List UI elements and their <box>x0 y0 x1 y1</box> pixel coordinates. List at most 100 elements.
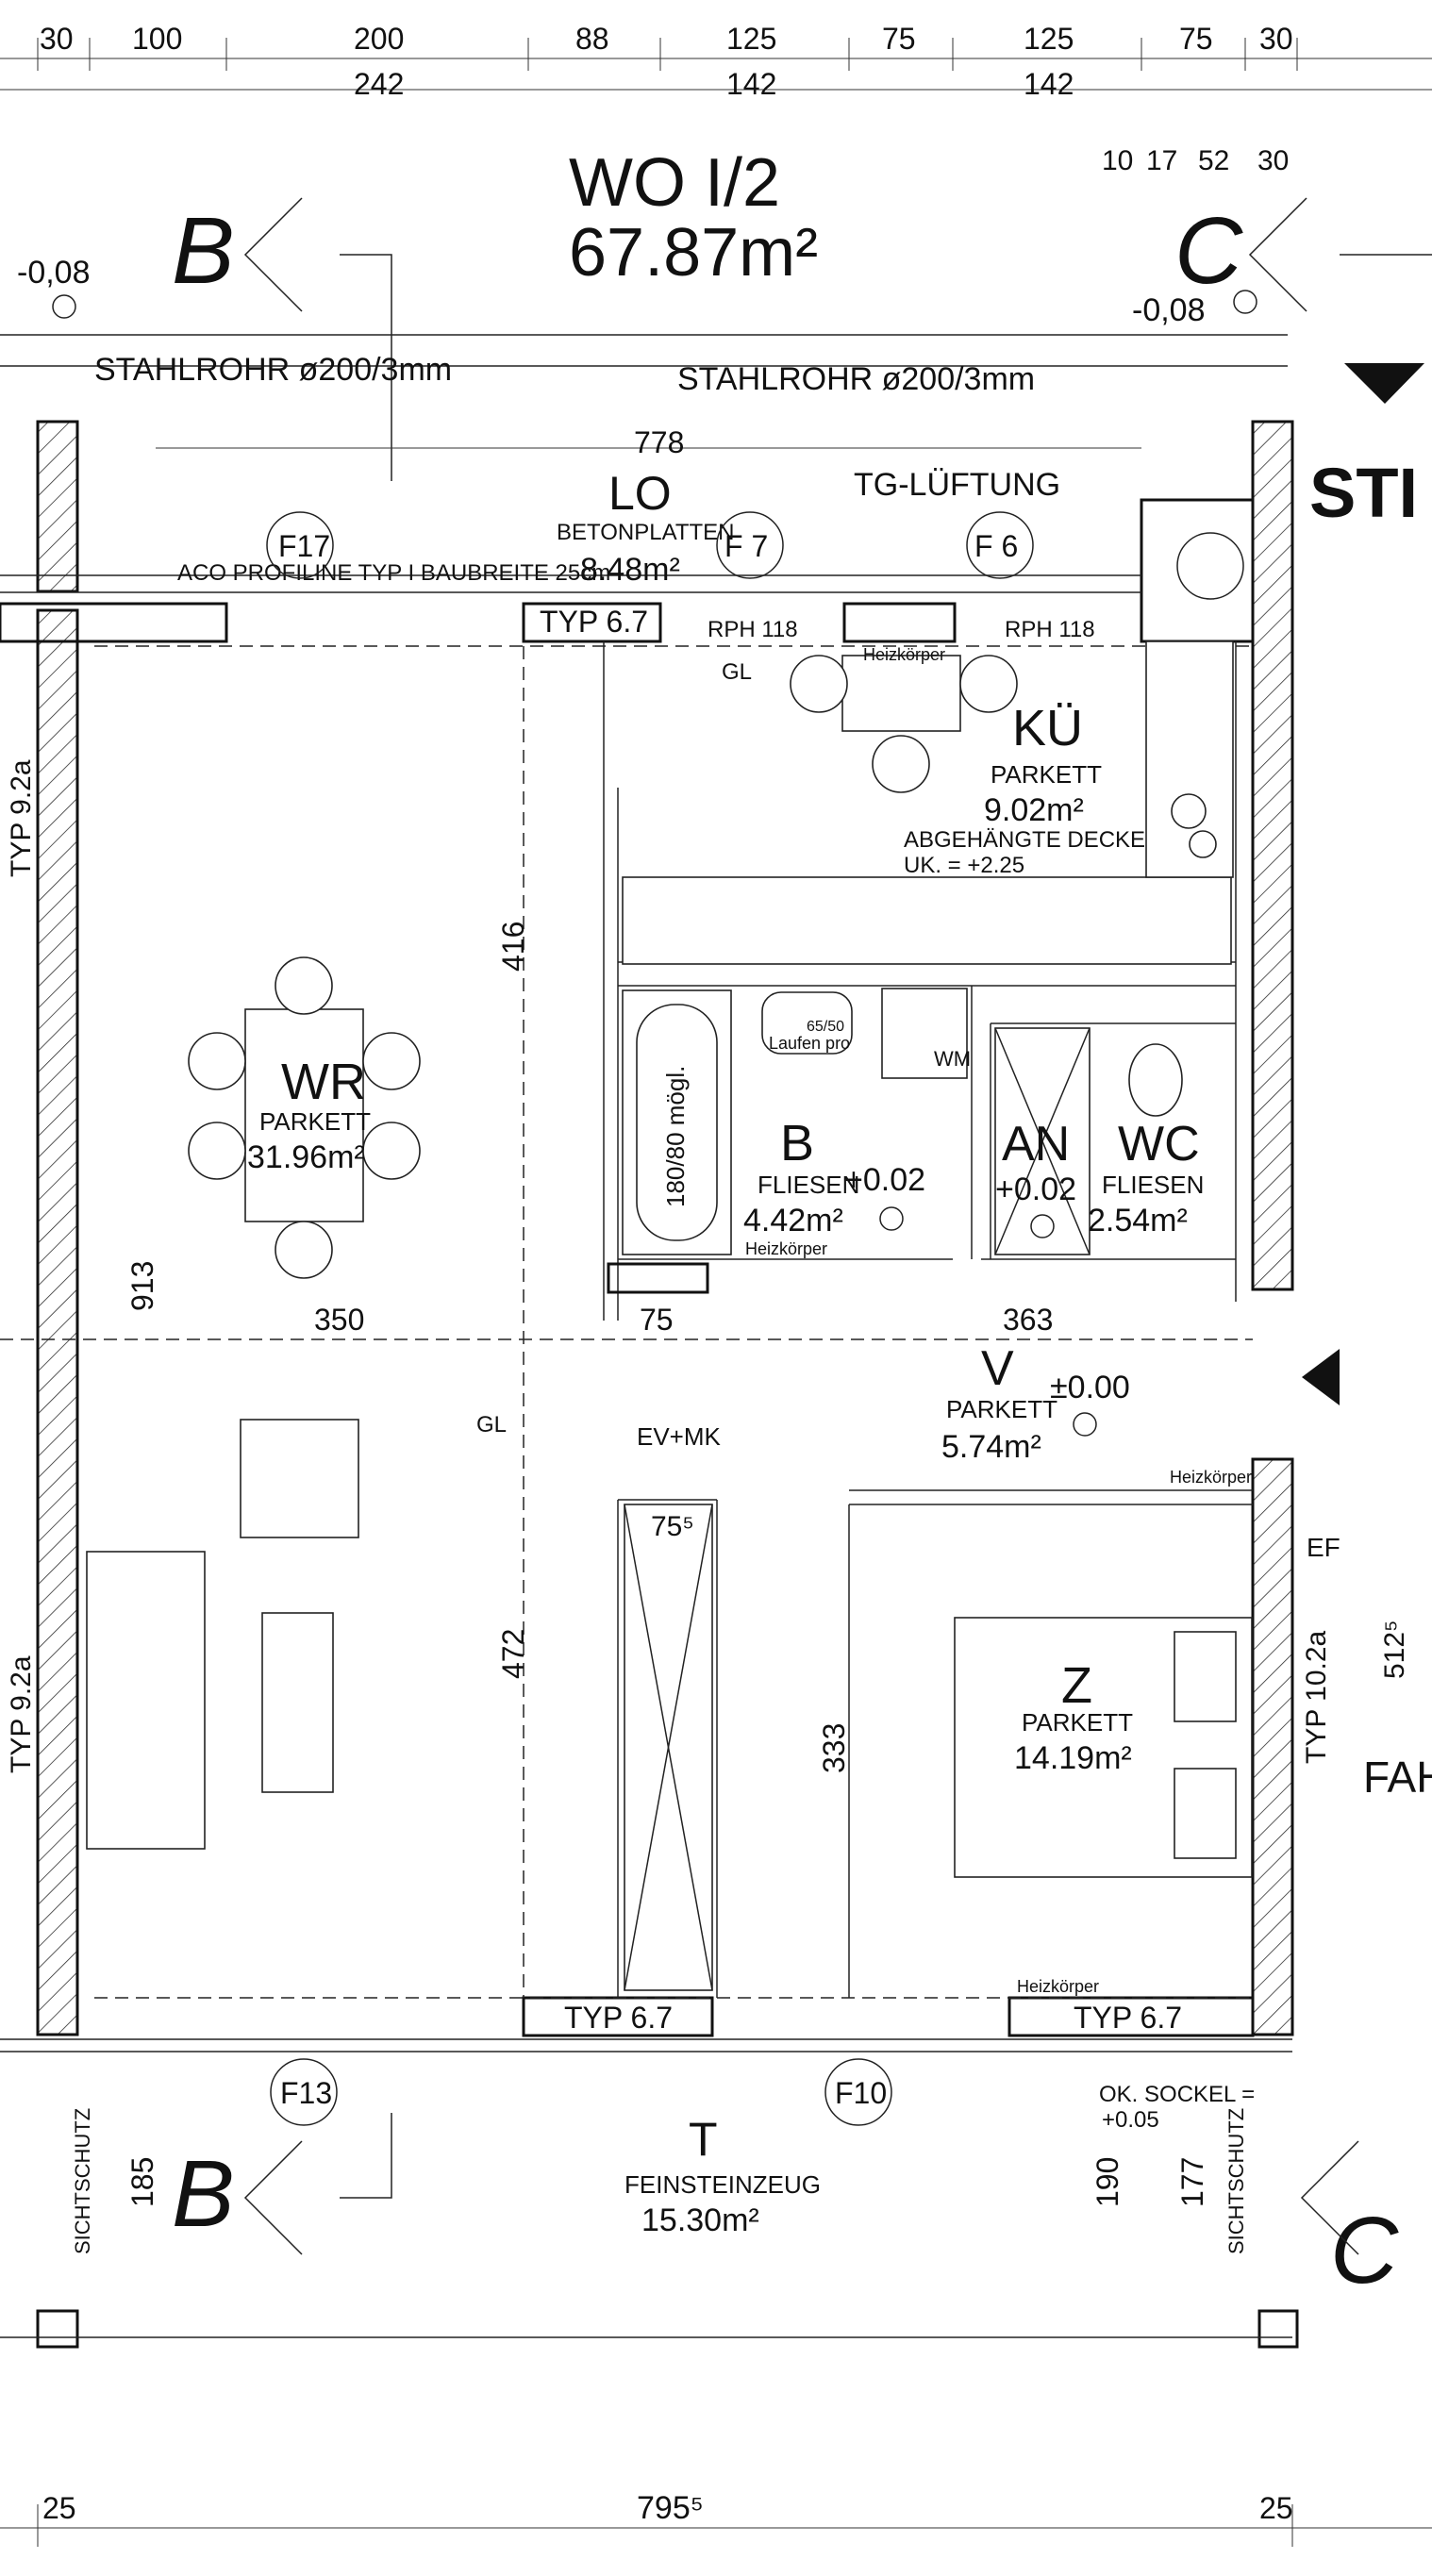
dim-bottom-7955: 795⁵ <box>637 2490 704 2526</box>
stair-label: STI <box>1309 454 1418 532</box>
window-tag-f10: F10 <box>824 2058 892 2126</box>
dim-top2-1: 242 <box>354 67 404 101</box>
level-right: -0,08 <box>1132 292 1206 328</box>
dim-topright-1: 10 <box>1102 145 1133 176</box>
sofa <box>86 1419 359 1850</box>
dim-topright-4: 30 <box>1257 145 1289 176</box>
dim-top-8: 75 <box>1179 22 1213 56</box>
apartment-area: 67.87m² <box>569 215 818 291</box>
room-b-level: +0.02 <box>844 1162 925 1198</box>
room-v-name: V <box>981 1341 1014 1396</box>
dim-913: 913 <box>125 1261 159 1311</box>
dim-top2-3: 142 <box>1024 67 1074 101</box>
room-an-level: +0.02 <box>995 1172 1076 1207</box>
room-b-mat: FLIESEN <box>758 1171 859 1199</box>
room-ku-name: KÜ <box>1012 700 1083 756</box>
aco-label: ACO PROFILINE TYP I BAUBREITE 25cm <box>177 560 610 586</box>
dim-top-1: 30 <box>40 22 74 56</box>
dim-bottom-25-left: 25 <box>42 2491 76 2525</box>
typ-label-5: TYP 9.2a <box>6 1655 37 1773</box>
room-wc-area: 2.54m² <box>1088 1203 1188 1238</box>
room-t-name: T <box>689 2113 718 2166</box>
dim-363: 363 <box>1003 1303 1053 1337</box>
window-tag-f17: F17 <box>266 511 334 579</box>
stair-arrow-icon <box>1344 363 1424 404</box>
sockel-label: OK. SOCKEL = <box>1099 2082 1255 2107</box>
room-b-name: B <box>780 1115 814 1172</box>
dim-top2-2: 142 <box>726 67 776 101</box>
dim-topright-3: 52 <box>1198 145 1229 176</box>
room-wr-area: 31.96m² <box>247 1139 365 1175</box>
dim-350: 350 <box>314 1303 364 1337</box>
dim-bottom-25-right: 25 <box>1259 2491 1293 2525</box>
window-tag-f13: F13 <box>270 2058 338 2126</box>
room-v-mat: PARKETT <box>946 1395 1057 1423</box>
typ-label-6: TYP 10.2a <box>1301 1630 1332 1764</box>
dim-top-2: 100 <box>132 22 182 56</box>
typ-label-4: TYP 9.2a <box>6 759 37 877</box>
kitchen-table <box>790 655 1018 793</box>
room-wr-name: WR <box>281 1054 366 1110</box>
dim-177: 177 <box>1175 2157 1209 2207</box>
rph-label-2: RPH 118 <box>1005 617 1095 642</box>
washing-machine <box>881 988 968 1079</box>
room-lo-mat: BETONPLATTEN <box>557 520 734 545</box>
svg-text:F 7: F 7 <box>724 529 768 563</box>
room-lo-name: LO <box>608 467 672 520</box>
toilet <box>1128 1043 1183 1117</box>
section-marker-b-top: B <box>172 197 392 481</box>
typ-label-1: TYP 6.7 <box>540 605 648 639</box>
sichtschutz-right: SICHTSCHUTZ <box>1224 2108 1248 2254</box>
sichtschutz-left: SICHTSCHUTZ <box>71 2108 94 2254</box>
dim-topright-2: 17 <box>1146 145 1177 176</box>
room-wr-mat: PARKETT <box>259 1107 371 1136</box>
entrance-arrow-icon <box>1302 1349 1340 1405</box>
heater-label-z: Heizkörper <box>1017 1977 1099 1996</box>
washbasin-size: 65/50 <box>807 1019 844 1035</box>
ef-label: EF <box>1307 1533 1340 1562</box>
dim-185: 185 <box>125 2157 159 2207</box>
sockel-value: +0.05 <box>1102 2107 1159 2133</box>
dim-5125: 512⁵ <box>1379 1620 1410 1680</box>
wardrobe <box>624 1504 713 1991</box>
section-c-top-label: C <box>1174 198 1243 304</box>
dim-top-3: 200 <box>354 22 404 56</box>
dim-top-6: 75 <box>882 22 916 56</box>
room-t-area: 15.30m² <box>641 2202 759 2238</box>
wm-label: WM <box>934 1047 971 1071</box>
pipe-right-label: STAHLROHR ø200/3mm <box>677 361 1035 397</box>
dim-472: 472 <box>496 1629 530 1679</box>
svg-text:F10: F10 <box>835 2076 887 2110</box>
top-dimension-chain: 30 100 200 88 125 75 125 75 30 242 142 1… <box>0 22 1432 176</box>
room-z-mat: PARKETT <box>1022 1708 1133 1737</box>
section-marker-c-bottom: C <box>1300 2140 1399 2303</box>
storage-an <box>994 1027 1091 1255</box>
dim-top-7: 125 <box>1024 22 1074 56</box>
dim-333: 333 <box>817 1723 851 1773</box>
pipe-left-label: STAHLROHR ø200/3mm <box>94 352 452 388</box>
room-ku-note1: ABGEHÄNGTE DECKE <box>904 827 1145 853</box>
level-right-symbol <box>1233 290 1257 314</box>
svg-text:F17: F17 <box>278 529 330 563</box>
gl-label-1: GL <box>722 659 752 685</box>
dim-778: 778 <box>634 425 684 459</box>
room-an-name: AN <box>1002 1117 1070 1172</box>
dim-top-9: 30 <box>1259 22 1293 56</box>
section-marker-b-bottom: B <box>172 2113 392 2255</box>
heater-label-b: Heizkörper <box>745 1239 827 1258</box>
heater-label-ku: Heizkörper <box>863 645 945 664</box>
washbasin-model: Laufen pro <box>769 1034 850 1053</box>
dining-table <box>188 956 421 1279</box>
room-v-level-symbol <box>1073 1412 1097 1437</box>
room-wc-mat: FLIESEN <box>1102 1171 1204 1199</box>
bathtub: 180/80 mögl. <box>622 989 732 1255</box>
room-an-level-symbol <box>1030 1214 1055 1238</box>
room-z-name: Z <box>1061 1657 1092 1714</box>
level-left: -0,08 <box>17 255 91 291</box>
window-tag-f6: F 6 <box>966 511 1034 579</box>
room-t-mat: FEINSTEINZEUG <box>624 2170 821 2199</box>
room-v-area: 5.74m² <box>941 1429 1041 1465</box>
dim-75: 75 <box>640 1303 674 1337</box>
room-b-level-symbol <box>879 1206 904 1231</box>
ventilation-symbol <box>1176 532 1244 600</box>
